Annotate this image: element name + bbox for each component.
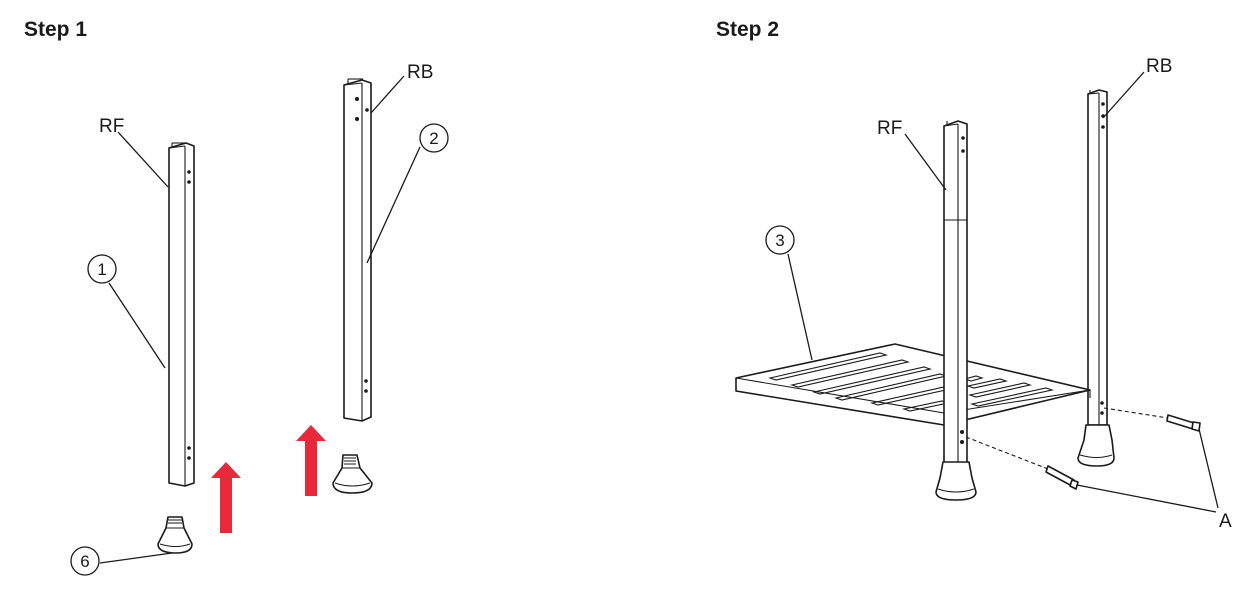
leg-rf-part-1 [168, 142, 195, 487]
label-rb: RB [1146, 56, 1172, 77]
callout-6-circle [70, 546, 100, 576]
shelf-part-3 [735, 343, 1091, 426]
callout-6: 6 [80, 552, 89, 571]
step-1-diagram: RF RB 1 2 6 [70, 62, 449, 576]
screw-a-back [1103, 407, 1201, 432]
leg-rb-part-2 [343, 78, 372, 422]
screw-a-front [965, 436, 1079, 490]
up-arrow [211, 462, 241, 533]
label-rb: RB [407, 62, 433, 83]
callout-1: 1 [97, 260, 106, 279]
leg-rf [935, 120, 977, 501]
callout-1-circle [87, 254, 117, 284]
label-rf: RF [99, 116, 124, 137]
label-rf: RF [877, 118, 902, 139]
step-1-title: Step 1 [24, 18, 88, 41]
callout-2-circle [419, 123, 449, 153]
up-arrow [296, 425, 326, 496]
leg-rb [1077, 89, 1115, 467]
step-2-diagram: RF RB A 3 [735, 56, 1232, 532]
callout-3: 3 [775, 231, 784, 250]
foot-part-6 [157, 516, 193, 554]
callout-3-circle [765, 225, 795, 255]
callout-2: 2 [429, 129, 438, 148]
label-a: A [1219, 511, 1232, 532]
step-2-title: Step 2 [716, 18, 780, 41]
foot-rb [332, 454, 373, 494]
